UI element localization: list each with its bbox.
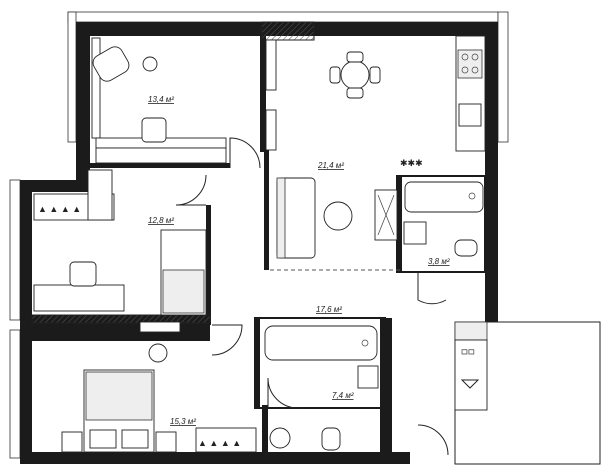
bedroom-middle-furniture: ▲ ▲ ▲ ▲ 12,8 м² xyxy=(33,169,207,316)
bathroom-small-furniture: 3,8 м² xyxy=(403,181,484,266)
door-bathroom-main xyxy=(267,377,299,409)
toilet-main xyxy=(321,427,341,451)
bathroom-main-furniture: 7,4 м² xyxy=(264,325,379,451)
toilet-small xyxy=(454,239,478,257)
bed-single-blanket xyxy=(162,269,205,314)
chair-left xyxy=(329,66,341,84)
wardrobe-mid-vertical xyxy=(87,169,113,221)
area-label: 13,4 м² xyxy=(148,95,174,104)
area-label: 7,4 м² xyxy=(332,391,354,400)
wall-column-top xyxy=(261,21,315,41)
wall-step-top xyxy=(20,180,90,192)
windows xyxy=(9,11,509,459)
area-label: 15,3 м² xyxy=(170,417,196,426)
wall-bath-left xyxy=(255,318,260,408)
cooktop-marks: ✱✱✱ xyxy=(400,158,423,168)
wall-left xyxy=(20,180,32,460)
chair-right xyxy=(369,66,381,84)
armchair xyxy=(92,46,130,82)
door-bathroom-small xyxy=(417,272,447,305)
chair-top xyxy=(346,51,364,63)
stove xyxy=(457,49,483,79)
radiator-living-2 xyxy=(265,109,277,151)
nightstand-right xyxy=(155,431,177,453)
wall-right-top xyxy=(485,22,498,322)
sofa-back xyxy=(276,177,286,259)
living-kitchen-furniture: ✱✱✱ 21,4 м² xyxy=(265,35,486,259)
wall-small-bath-left xyxy=(397,176,402,272)
area-label: 12,8 м² xyxy=(148,216,174,225)
bathtub-small xyxy=(404,181,484,213)
desk-mid xyxy=(33,284,125,312)
washing-machine xyxy=(269,427,291,449)
radiator-living xyxy=(265,39,277,91)
balcony-cabinet xyxy=(454,339,488,411)
window-left-top xyxy=(67,11,77,143)
coffee-table xyxy=(323,201,353,231)
hangers: ▲ ▲ ▲ ▲ xyxy=(198,438,241,448)
wall-bedroom-mid-right xyxy=(206,205,211,325)
window-left-bottom xyxy=(9,329,21,459)
kitchen-sink xyxy=(458,103,482,127)
wall-bedroom-top-bottom xyxy=(90,163,230,168)
wall-hatch-mid xyxy=(31,314,211,324)
hall-bench xyxy=(139,321,181,333)
hangers: ▲ ▲ ▲ ▲ xyxy=(38,204,81,214)
balcony: ▀ ▀ xyxy=(417,321,601,465)
office-chair-top xyxy=(141,117,167,143)
bedroom-top-furniture: 13,4 м² xyxy=(91,37,227,164)
office-chair-mid xyxy=(69,261,97,287)
door-bedroom-mid xyxy=(175,174,207,206)
hallway-furniture: 17,6 м² xyxy=(139,305,342,363)
bathtub-main xyxy=(264,325,378,361)
wall-bath-bottom-left xyxy=(262,405,268,460)
door-bedroom-bottom xyxy=(211,324,243,356)
wall-bottom xyxy=(20,452,410,464)
area-label: 21,4 м² xyxy=(317,161,344,170)
interior-walls xyxy=(31,21,486,460)
wall-step-vert xyxy=(76,145,90,190)
wall-bedroom-living xyxy=(260,22,266,152)
pillow-left xyxy=(89,429,117,449)
balcony-wall-piece xyxy=(454,321,488,341)
wall-left-top xyxy=(76,22,90,150)
pillow-right xyxy=(121,429,149,449)
wall-living-left xyxy=(264,150,269,270)
side-table xyxy=(142,56,158,72)
window-right-top xyxy=(497,11,509,143)
window-top xyxy=(67,11,499,23)
hall-ottoman xyxy=(148,343,168,363)
doors xyxy=(175,137,447,409)
dining-table xyxy=(340,60,370,90)
wardrobe-bottom xyxy=(195,427,257,453)
svg-text:▀ ▀: ▀ ▀ xyxy=(462,349,474,358)
door-bedroom-top xyxy=(229,137,261,169)
area-label: 17,6 м² xyxy=(316,305,342,314)
sink-small xyxy=(403,221,427,245)
bed-double-blanket xyxy=(85,371,153,421)
bedroom-bottom-furniture: ▲ ▲ ▲ ▲ 15,3 м² xyxy=(61,369,257,453)
radiator-top-left xyxy=(91,37,101,139)
area-label: 3,8 м² xyxy=(428,257,450,266)
nightstand-left xyxy=(61,431,83,453)
sink-main xyxy=(357,365,379,389)
chair-bottom xyxy=(346,87,364,99)
shelf-top-bedroom xyxy=(95,147,227,164)
window-left-middle xyxy=(9,179,21,321)
